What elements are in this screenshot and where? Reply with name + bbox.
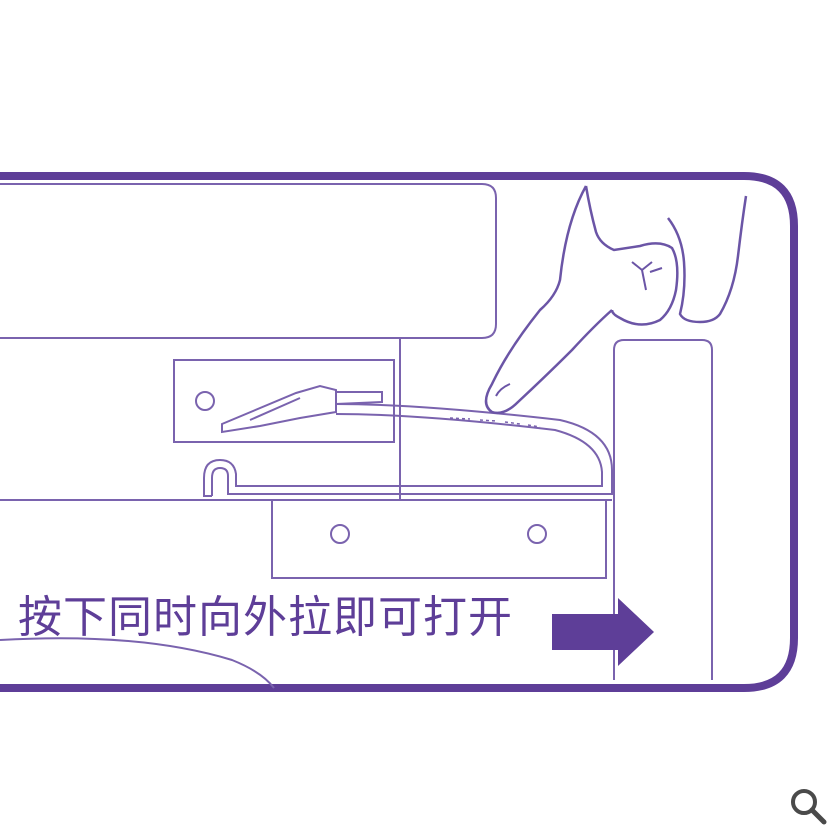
screw-hole (527, 524, 547, 544)
right-arrow-icon (552, 598, 654, 666)
pressing-thumb (667, 195, 748, 324)
latch-arm (203, 403, 613, 497)
lower-mount-plate (271, 499, 607, 579)
latch-catch (221, 384, 337, 434)
zoom-button[interactable] (786, 784, 830, 828)
upper-mount-plate (173, 359, 395, 443)
screw-hole (195, 391, 215, 411)
screw-hole (330, 524, 350, 544)
magnifier-icon (791, 789, 827, 825)
latch-catch-detail (249, 391, 383, 421)
finger-knuckle-lines (631, 261, 663, 291)
base-curve (0, 637, 275, 689)
pressing-finger (484, 185, 679, 415)
drawer-front (0, 183, 497, 339)
instruction-caption: 按下同时向外拉即可打开 (18, 592, 513, 643)
fingernail (495, 383, 511, 397)
latch-arm-texture (449, 417, 541, 428)
cabinet-frame (0, 172, 798, 692)
